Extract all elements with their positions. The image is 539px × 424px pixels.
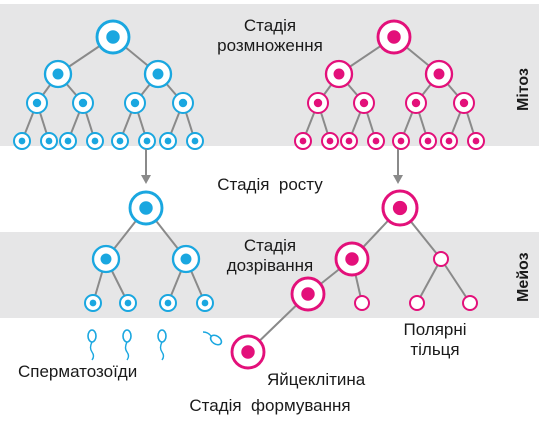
ootid-nucleus: [301, 287, 315, 301]
spermatozoon-tail: [89, 341, 95, 361]
female-meiosis-link: [440, 258, 471, 304]
polar-body: [354, 295, 370, 311]
secondary-spermatocyte-nucleus: [180, 253, 192, 265]
female-mitosis-cell-nucleus: [372, 137, 380, 145]
male-mitosis-cell-nucleus: [91, 137, 99, 145]
female-mitosis-cell-nucleus: [387, 30, 401, 44]
female-mitosis-cell-nucleus: [411, 98, 421, 108]
female-mitosis-cell-nucleus: [313, 98, 323, 108]
male-mitosis-cell-nucleus: [152, 68, 164, 80]
female-mitosis-cell-nucleus: [472, 137, 480, 145]
spermatid-nucleus: [89, 299, 97, 307]
spermatozoon-tail: [202, 331, 212, 337]
secondary-spermatocyte-nucleus: [100, 253, 112, 265]
female-mitosis-cell-nucleus: [397, 137, 405, 145]
male-mitosis-cell-nucleus: [64, 137, 72, 145]
female-mitosis-cell-nucleus: [299, 137, 307, 145]
spermatozoa-label: Сперматозоїди: [18, 362, 138, 381]
male-mitosis-cell-nucleus: [78, 98, 88, 108]
female-mitosis-cell-nucleus: [433, 68, 445, 80]
male-mitosis-cell-nucleus: [32, 98, 42, 108]
secondary-oocyte-nucleus: [345, 252, 359, 266]
female-meiosis-link: [416, 258, 442, 304]
polar-bodies-label: Полярні тільця: [385, 320, 485, 360]
male-mitosis-cell-nucleus: [178, 98, 188, 108]
male-mitosis-cell-nucleus: [143, 137, 151, 145]
male-mitosis-cell-nucleus: [106, 30, 120, 44]
polar-body: [433, 251, 449, 267]
female-growth-arrow-head: [393, 175, 403, 184]
primary-spermatocyte-nucleus: [139, 201, 153, 215]
male-mitosis-cell-nucleus: [116, 137, 124, 145]
egg-cell-nucleus: [241, 345, 255, 359]
spermatozoon-head: [209, 334, 223, 346]
stage-maturation-line1: Стадія: [243, 236, 297, 255]
male-mitosis-cell-nucleus: [52, 68, 64, 80]
female-mitosis-cell-nucleus: [333, 68, 345, 80]
spermatozoon-head: [157, 329, 167, 343]
spermatid-nucleus: [164, 299, 172, 307]
stage-breeding-line2: розмноження: [217, 36, 323, 55]
stage-breeding-line1: Стадія: [243, 16, 297, 35]
female-mitosis-cell-nucleus: [445, 137, 453, 145]
stage-breeding-label: Стадія розмноження: [200, 16, 340, 56]
male-mitosis-cell-nucleus: [191, 137, 199, 145]
female-mitosis-cell-nucleus: [359, 98, 369, 108]
male-mitosis-cell-nucleus: [164, 137, 172, 145]
spermatid-nucleus: [201, 299, 209, 307]
female-mitosis-cell-nucleus: [326, 137, 334, 145]
stage-growth-label: Стадія росту: [217, 175, 323, 194]
polar-body: [409, 295, 425, 311]
spermatid-nucleus: [124, 299, 132, 307]
stage-maturation-line2: дозрівання: [226, 256, 314, 275]
stage-formation-label: Стадія формування: [189, 396, 351, 415]
stage-maturation-label: Стадія дозрівання: [200, 236, 340, 276]
spermatozoon-tail: [159, 341, 165, 361]
female-mitosis-cell-nucleus: [459, 98, 469, 108]
spermatozoon-head: [122, 329, 132, 343]
male-mitosis-cell-nucleus: [18, 137, 26, 145]
polar-bodies-line1: Полярні: [403, 320, 467, 339]
female-mitosis-cell-nucleus: [424, 137, 432, 145]
female-mitosis-cell-nucleus: [345, 137, 353, 145]
male-growth-arrow-head: [141, 175, 151, 184]
male-mitosis-cell-nucleus: [45, 137, 53, 145]
meiosis-label: Мейоз: [515, 252, 532, 302]
polar-bodies-line2: тільця: [410, 340, 460, 359]
egg-cell-label: Яйцеклітина: [267, 370, 366, 389]
spermatozoon-head: [87, 329, 97, 343]
spermatozoon-tail: [124, 341, 130, 361]
male-mitosis-cell-nucleus: [130, 98, 140, 108]
mitosis-label: Мітоз: [515, 68, 532, 112]
primary-oocyte-nucleus: [392, 200, 408, 216]
polar-body: [462, 295, 478, 311]
